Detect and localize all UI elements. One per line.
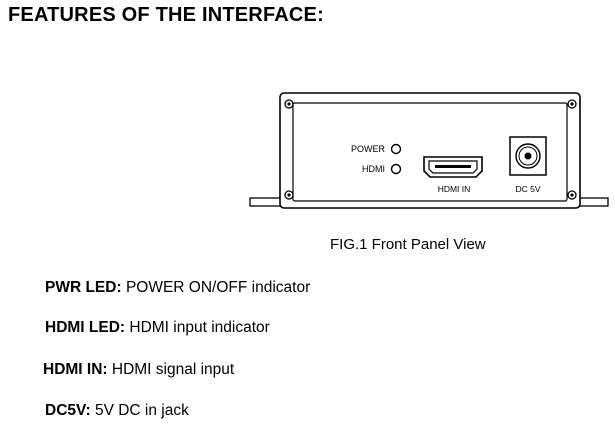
- feature-description: HDMI signal input: [107, 361, 235, 378]
- feature-description: HDMI input indicator: [125, 319, 270, 336]
- feature-term: DC5V:: [45, 402, 91, 419]
- hdmi-led-label: HDMI: [362, 164, 385, 174]
- feature-description: 5V DC in jack: [90, 402, 189, 419]
- power-led-icon: [390, 143, 402, 155]
- feature-item-pwr-led: PWR LED: POWER ON/OFF indicator: [45, 279, 310, 297]
- right-mounting-flange: [577, 197, 609, 207]
- screw-icon: [284, 190, 294, 200]
- dc-jack-icon: [509, 136, 547, 176]
- device-face-plate: [292, 102, 568, 202]
- screw-icon: [567, 99, 577, 109]
- screw-icon: [284, 99, 294, 109]
- screw-icon: [567, 190, 577, 200]
- page-heading: FEATURES OF THE INTERFACE:: [8, 4, 324, 26]
- hdmi-in-label: HDMI IN: [438, 184, 471, 194]
- feature-item-hdmi-led: HDMI LED: HDMI input indicator: [45, 319, 270, 337]
- feature-term: PWR LED:: [45, 279, 122, 296]
- hdmi-led-icon: [390, 163, 402, 175]
- figure-caption: FIG.1 Front Panel View: [330, 236, 486, 253]
- feature-item-hdmi-in: HDMI IN: HDMI signal input: [43, 361, 234, 379]
- dc-label: DC 5V: [515, 184, 540, 194]
- left-mounting-flange: [249, 197, 283, 207]
- feature-term: HDMI LED:: [45, 319, 126, 336]
- power-led-label: POWER: [351, 144, 386, 154]
- feature-item-dc5v: DC5V: 5V DC in jack: [45, 402, 189, 420]
- feature-description: POWER ON/OFF indicator: [121, 279, 311, 296]
- hdmi-port-icon: [423, 156, 483, 178]
- feature-term: HDMI IN:: [43, 361, 108, 378]
